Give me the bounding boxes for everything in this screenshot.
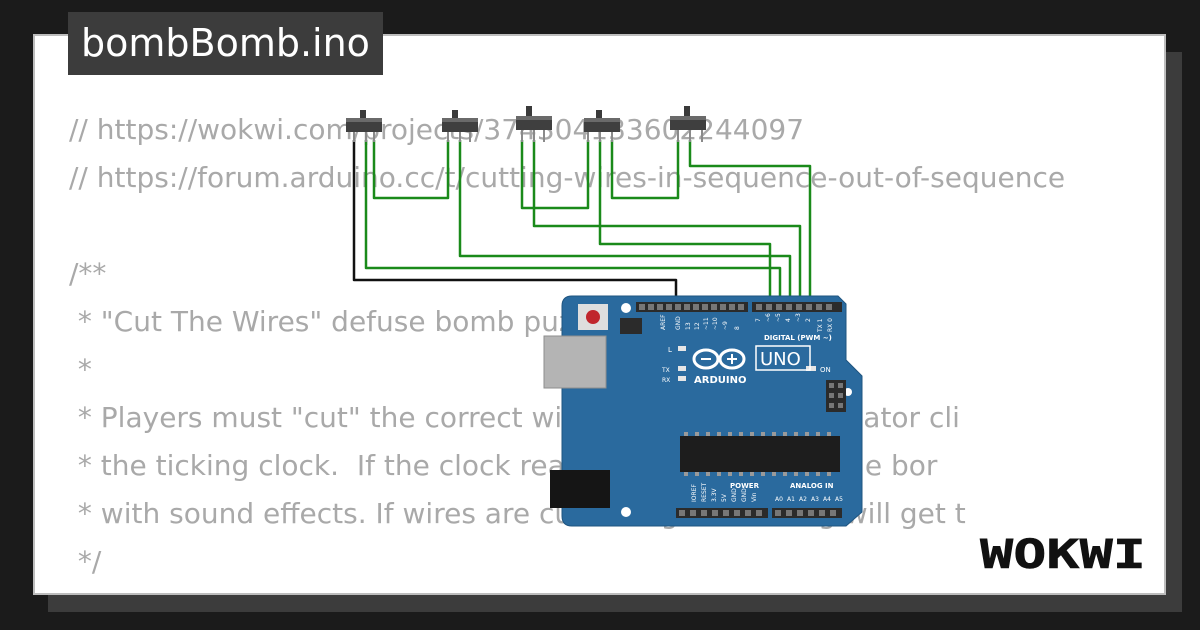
digital-label: DIGITAL (PWM ~): [764, 334, 832, 342]
slide-switch-3[interactable]: [516, 106, 552, 142]
wire-switch-5[interactable]: [688, 140, 812, 304]
icsp-header: [620, 318, 642, 334]
led-l-label: L: [668, 346, 672, 354]
pin-label: 3.3V: [711, 487, 718, 502]
pin-label: A1: [787, 496, 795, 503]
pin-label: GND: [675, 316, 682, 330]
wire-switch-3[interactable]: [532, 140, 802, 304]
pin-label: Vin: [751, 492, 758, 502]
led-rx: [678, 376, 686, 381]
pin-label: A5: [835, 496, 843, 503]
mounting-hole: [621, 507, 631, 517]
power-jack: [550, 470, 610, 508]
pin-label: ~3: [795, 313, 802, 322]
pin-label: ~10: [712, 317, 719, 330]
code-line: */: [69, 545, 102, 578]
code-line: // https://forum.arduino.cc/t/cutting-wi…: [69, 161, 1066, 194]
board-brand: ARDUINO: [694, 375, 746, 386]
pin-label: RX 0: [827, 318, 834, 332]
slide-switch-2[interactable]: [442, 110, 478, 142]
led-rx-label: RX: [662, 377, 670, 384]
header-analog: [772, 508, 842, 518]
pin-label: 7: [755, 318, 762, 322]
pin-label: 12: [694, 322, 701, 330]
slide-switch-1[interactable]: [346, 110, 382, 142]
atmega-chip: [680, 436, 840, 472]
pin-label: 2: [805, 318, 812, 322]
power-label: POWER: [730, 482, 760, 490]
wire-common-1[interactable]: [372, 140, 450, 200]
board-model: UNO: [760, 349, 801, 370]
arduino-infinity-logo: [692, 348, 746, 370]
pin-label: 8: [734, 326, 741, 330]
slide-switch-5[interactable]: [670, 106, 706, 142]
led-tx-label: TX: [661, 367, 670, 374]
pin-label: 4: [785, 318, 792, 322]
pin-label: A4: [823, 496, 831, 503]
pin-label: ~5: [775, 313, 782, 322]
wire-common-3[interactable]: [610, 140, 680, 200]
wire-common-2[interactable]: [520, 140, 590, 210]
pin-label: IOREF: [691, 484, 698, 502]
pin-label: RESET: [701, 482, 708, 502]
slide-switch-4[interactable]: [584, 110, 620, 142]
wire-switch-4[interactable]: [598, 140, 772, 304]
usb-port: [543, 335, 607, 389]
led-l: [678, 346, 686, 351]
wire-switch-1[interactable]: [364, 140, 782, 304]
led-on: [806, 366, 816, 371]
code-line: *: [69, 353, 92, 386]
wire-switch-2[interactable]: [458, 140, 792, 304]
pin-label: ~11: [703, 317, 710, 330]
pin-label: TX 1: [817, 318, 824, 333]
pin-label: A2: [799, 496, 807, 503]
pin-label: AREF: [660, 314, 667, 330]
reset-button[interactable]: [586, 310, 600, 324]
wokwi-logo-text: WOKWI: [980, 532, 1146, 576]
arduino-uno-board[interactable]: AREF GND 13 12 ~11 ~10 ~9 8 7 ~6 ~5 4 ~3…: [543, 295, 863, 527]
analog-label: ANALOG IN: [790, 482, 834, 490]
wokwi-logo[interactable]: WOKWI: [978, 528, 1150, 576]
pin-label: ~9: [722, 321, 729, 330]
file-title: bombBomb.ino: [68, 12, 383, 75]
pin-label: 5V: [721, 493, 728, 502]
pin-label: GND: [741, 488, 748, 502]
pin-label: ~6: [765, 313, 772, 322]
wire-ground[interactable]: [352, 140, 678, 304]
led-on-label: ON: [820, 366, 831, 374]
header-power: [676, 508, 768, 518]
mounting-hole: [621, 303, 631, 313]
pin-label: A0: [775, 496, 783, 503]
led-tx: [678, 366, 686, 371]
pin-label: A3: [811, 496, 819, 503]
pin-label: GND: [731, 488, 738, 502]
code-line: /**: [69, 257, 107, 290]
pin-label: 13: [685, 322, 692, 330]
header-digital-high: [636, 302, 748, 312]
